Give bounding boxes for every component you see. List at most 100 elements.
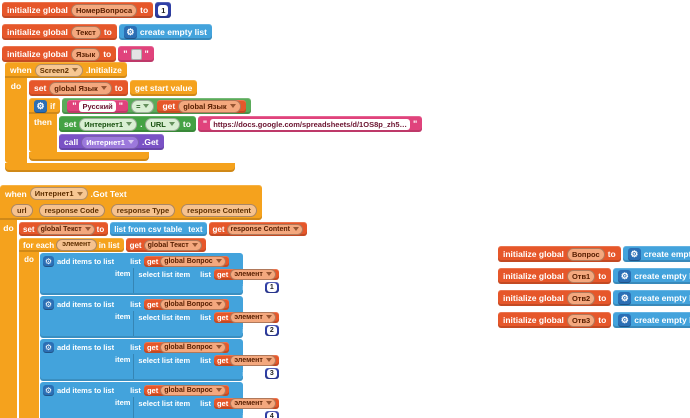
dropdown-icon[interactable] xyxy=(71,68,78,72)
select-list-item-block[interactable]: select list item list get элемент xyxy=(133,311,279,336)
init-global-otv3-block[interactable]: initialize global Отв3 to create empty l… xyxy=(498,312,690,328)
get-global-vopros-block[interactable]: get global Вопрос xyxy=(143,255,229,267)
variable-dropdown[interactable]: элемент xyxy=(230,397,276,409)
dropdown-icon[interactable] xyxy=(143,104,150,108)
get-global-vopros-block[interactable]: get global Вопрос xyxy=(143,341,229,353)
event-param-responsetype[interactable]: response Type xyxy=(110,204,176,217)
create-empty-list-block[interactable]: create empty list xyxy=(613,290,690,306)
set-component-url-block[interactable]: set Интернет1 . URL xyxy=(59,116,196,132)
number-block[interactable]: 2 xyxy=(264,324,279,336)
event-param-responsecontent[interactable]: response Content xyxy=(181,204,257,217)
select-list-item-block[interactable]: select list item list get элемент xyxy=(133,397,279,418)
init-global-block-body[interactable]: initialize global Отв3 to xyxy=(498,312,612,328)
empty-text-block[interactable] xyxy=(118,46,154,62)
when-internet1-gottext-block[interactable]: when Интернет1 .Got Text url response Co… xyxy=(0,185,308,418)
component-dropdown[interactable]: Интернет1 xyxy=(81,135,139,149)
variable-dropdown[interactable]: global Язык xyxy=(49,81,112,95)
get-global-yazyk-block[interactable]: get global Язык xyxy=(157,99,246,113)
event-param-responsecode[interactable]: response Code xyxy=(38,204,105,217)
mutator-gear-icon[interactable] xyxy=(123,25,137,39)
property-dropdown[interactable]: URL xyxy=(145,117,180,131)
select-list-item-block[interactable]: select list item list get элемент xyxy=(133,354,279,379)
foreach-block[interactable]: for each элемент in list get global Текс… xyxy=(19,238,279,418)
number-field[interactable]: 1 xyxy=(266,282,277,292)
mutator-gear-icon[interactable] xyxy=(618,269,632,283)
number-field[interactable]: 3 xyxy=(266,368,277,378)
variable-dropdown[interactable]: элемент xyxy=(230,268,276,280)
dropdown-icon[interactable] xyxy=(215,302,222,306)
url-text-field[interactable]: https://docs.google.com/spreadsheets/d/1… xyxy=(210,118,410,130)
variable-dropdown[interactable]: global Вопрос xyxy=(160,341,226,353)
create-empty-list-block[interactable]: create empty list xyxy=(622,246,690,262)
number-block[interactable]: 4 xyxy=(264,410,279,418)
dropdown-icon[interactable] xyxy=(265,358,272,362)
event-header[interactable]: when Screen2 .Initialize xyxy=(5,62,127,78)
dropdown-icon[interactable] xyxy=(215,388,222,392)
mutator-gear-icon[interactable] xyxy=(43,384,54,396)
mutator-gear-icon[interactable] xyxy=(43,298,54,310)
init-global-block-body[interactable]: initialize global Текст to xyxy=(2,24,117,40)
dropdown-icon[interactable] xyxy=(127,140,134,144)
init-global-block-body[interactable]: initialize global Язык to xyxy=(2,46,117,62)
if-header[interactable]: if xyxy=(29,98,61,114)
init-global-block-body[interactable]: initialize global НомерВопроса to xyxy=(2,2,154,18)
variable-dropdown[interactable]: global Язык xyxy=(178,99,241,113)
text-string-block[interactable]: Русский xyxy=(67,99,129,113)
dropdown-icon[interactable] xyxy=(84,227,91,231)
variable-name-field[interactable]: Вопрос xyxy=(566,247,605,261)
list-from-csv-table-block[interactable]: list from csv table text xyxy=(110,222,207,236)
if-block[interactable]: if Русский = xyxy=(29,98,423,161)
set-global-yazyk-block[interactable]: set global Язык to xyxy=(29,80,128,96)
dropdown-icon[interactable] xyxy=(191,243,198,247)
mutator-gear-icon[interactable] xyxy=(618,291,632,305)
component-dropdown[interactable]: Интернет1 xyxy=(79,117,138,131)
dropdown-icon[interactable] xyxy=(265,401,272,405)
mutator-gear-icon[interactable] xyxy=(43,341,54,353)
set-global-tekst-block[interactable]: set global Текст to xyxy=(19,222,109,236)
add-items-to-list-block[interactable]: add items to list list get global Вопрос xyxy=(40,339,279,381)
equals-comparison-block[interactable]: Русский = get global Язык xyxy=(62,98,251,114)
create-empty-list-block[interactable]: create empty list xyxy=(613,312,690,328)
when-screen2-initialize-block[interactable]: when Screen2 .Initialize do set global Я… xyxy=(5,62,423,172)
init-global-block-body[interactable]: initialize global Вопрос to xyxy=(498,246,621,262)
variable-dropdown[interactable]: response Content xyxy=(226,223,304,235)
variable-dropdown[interactable]: global Текст xyxy=(36,223,95,235)
init-global-block-body[interactable]: initialize global Отв2 to xyxy=(498,290,612,306)
number-field[interactable]: 1 xyxy=(158,4,169,16)
select-list-item-block[interactable]: select list item list get элемент xyxy=(133,268,279,293)
foreach-header[interactable]: for each элемент in list xyxy=(19,238,124,252)
component-dropdown[interactable]: Screen2 xyxy=(34,63,83,77)
add-items-to-list-block[interactable]: add items to list list get global Вопрос xyxy=(40,253,279,295)
get-element-block[interactable]: get элемент xyxy=(213,268,279,280)
event-header[interactable]: when Интернет1 .Got Text url response Co… xyxy=(0,185,262,220)
variable-name-field[interactable]: Текст xyxy=(70,25,101,39)
call-internet1-get-block[interactable]: call Интернет1 .Get xyxy=(59,134,164,150)
mutator-gear-icon[interactable] xyxy=(34,99,47,113)
init-global-yazyk-block[interactable]: initialize global Язык to xyxy=(2,46,154,62)
variable-dropdown[interactable]: global Вопрос xyxy=(160,298,226,310)
dropdown-icon[interactable] xyxy=(265,272,272,276)
empty-text-field[interactable] xyxy=(130,48,142,60)
number-field[interactable]: 2 xyxy=(266,325,277,335)
mutator-gear-icon[interactable] xyxy=(43,255,54,267)
get-global-tekst-block[interactable]: get global Текст xyxy=(125,238,206,252)
init-global-block-body[interactable]: initialize global Отв1 to xyxy=(498,268,612,284)
variable-name-field[interactable]: Отв2 xyxy=(566,291,596,305)
dropdown-icon[interactable] xyxy=(126,122,133,126)
dropdown-icon[interactable] xyxy=(168,122,175,126)
variable-dropdown[interactable]: элемент xyxy=(230,311,276,323)
add-items-to-list-block[interactable]: add items to list list get global Вопрос xyxy=(40,296,279,338)
get-element-block[interactable]: get элемент xyxy=(213,397,279,409)
get-global-vopros-block[interactable]: get global Вопрос xyxy=(143,384,229,396)
variable-dropdown[interactable]: global Вопрос xyxy=(160,384,226,396)
init-global-otv1-block[interactable]: initialize global Отв1 to create empty l… xyxy=(498,268,690,284)
mutator-gear-icon[interactable] xyxy=(627,247,641,261)
loop-item-field[interactable]: элемент xyxy=(56,239,97,251)
get-element-block[interactable]: get элемент xyxy=(213,354,279,366)
operator-dropdown[interactable]: = xyxy=(131,99,155,113)
url-text-block[interactable]: https://docs.google.com/spreadsheets/d/1… xyxy=(197,116,423,132)
variable-name-field[interactable]: Язык xyxy=(70,47,101,61)
create-empty-list-block[interactable]: create empty list xyxy=(118,24,212,40)
number-block[interactable]: 1 xyxy=(264,281,279,293)
